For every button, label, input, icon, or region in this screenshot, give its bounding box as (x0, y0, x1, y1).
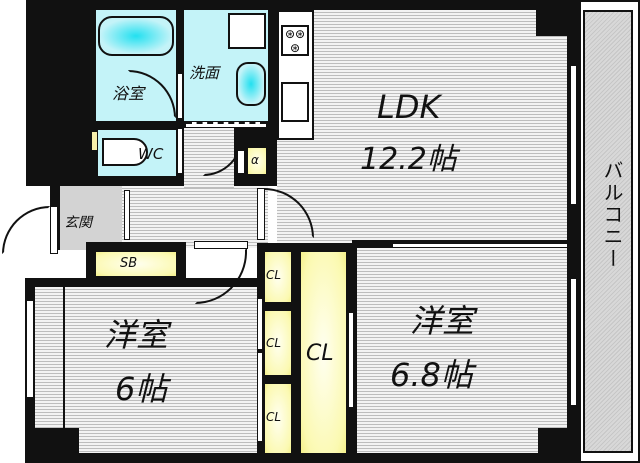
front-door-swing (2, 206, 50, 254)
washroom-label: 洗面 (189, 64, 220, 82)
toilet-bowl (102, 138, 148, 166)
alpha-storage[interactable] (248, 148, 266, 174)
room1-size-label: 6帖 (115, 370, 168, 408)
washing-machine (228, 13, 266, 49)
kitchen-wall (268, 10, 277, 186)
entrance-label: 玄関 (64, 215, 92, 231)
walk-in-closet-label: CL (306, 341, 334, 366)
closet-1-label: CL (266, 268, 282, 282)
toilet-window (91, 131, 98, 151)
closet-2-door[interactable] (257, 298, 263, 350)
ldk-window[interactable] (570, 65, 577, 205)
hall-door-top[interactable] (124, 190, 130, 240)
western-room-1 (35, 287, 257, 453)
closet-2-label: CL (266, 336, 282, 350)
room1-column (35, 428, 79, 453)
room1-divider-line (63, 287, 65, 439)
room1-door[interactable] (194, 241, 248, 249)
entrance (60, 186, 122, 250)
balcony (583, 10, 633, 453)
alpha-label: α (251, 153, 259, 167)
front-door[interactable] (50, 206, 58, 254)
walk-in-closet-door[interactable] (348, 312, 354, 408)
sliding-door-ldk-room2[interactable] (392, 243, 568, 248)
shoe-box[interactable] (96, 252, 176, 276)
room1-window[interactable] (26, 300, 34, 398)
bath-wash-divider (176, 10, 184, 121)
western-room-2 (357, 248, 567, 453)
ldk-corner-column (536, 10, 568, 36)
shoe-box-label: SB (120, 256, 138, 271)
wash-basin (236, 62, 266, 106)
ldk-door[interactable] (257, 188, 265, 240)
balcony-label: バルコニー (600, 160, 624, 270)
room2-bottom-wall (257, 453, 579, 463)
closet-1[interactable] (265, 252, 291, 302)
ldk (277, 10, 567, 246)
toilet-door[interactable] (177, 128, 183, 174)
closet-3-label: CL (266, 410, 282, 424)
bathtub (98, 16, 174, 56)
bathroom-door[interactable] (177, 73, 183, 119)
toilet-label: WC (138, 145, 164, 163)
kitchen-sink-2 (281, 82, 309, 122)
washroom-sliding-door[interactable] (186, 122, 266, 127)
stove-icon-2: ⊛⊛⊛ (281, 25, 309, 56)
closet-3-door[interactable] (257, 352, 263, 442)
room2-size-label: 6.8帖 (390, 356, 473, 394)
room2-label: 洋室 (410, 302, 475, 340)
room1-label: 洋室 (104, 316, 169, 354)
room2-column (538, 428, 568, 454)
ldk-label: LDK (377, 88, 441, 126)
alpha-door[interactable] (237, 150, 245, 174)
wall-top (26, 0, 582, 10)
closet-3[interactable] (265, 384, 291, 453)
closet-2[interactable] (265, 311, 291, 375)
room2-window[interactable] (570, 278, 577, 406)
walk-in-closet[interactable] (301, 252, 346, 453)
ldk-size-label: 12.2帖 (360, 142, 457, 177)
bathroom-label: 浴室 (112, 84, 145, 103)
